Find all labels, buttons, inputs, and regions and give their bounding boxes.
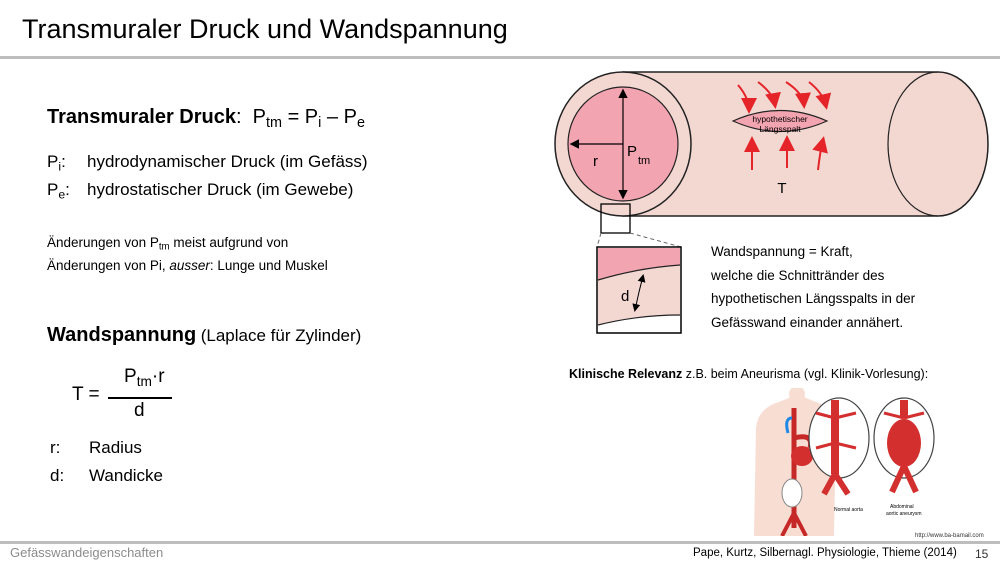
vessel-diagram: r P tm hypothetischer Längsspalt T d — [554, 71, 989, 334]
normal-aorta-image — [808, 397, 870, 496]
footer-section-title: Gefässwandeigenschaften — [10, 545, 164, 560]
aneurysm-label-1: Abdominal — [890, 504, 914, 510]
abdominal-aneurysm-image — [873, 397, 935, 494]
footer-divider — [0, 541, 1000, 544]
image-credit: http://www.ba-bamail.com — [915, 533, 984, 539]
ptm-label: P — [627, 143, 637, 160]
wall-detail-zoom — [596, 246, 682, 334]
clinical-relevance-bold: Klinische Relevanz — [569, 367, 683, 381]
formula-numerator: Ptm·r — [124, 366, 165, 389]
vessel-far-edge — [887, 71, 939, 217]
d-definition: d:Wandicke — [50, 466, 164, 485]
explanation-line: Wandspannung = Kraft, — [711, 244, 853, 259]
note-line-2: Änderungen von Pi, ausser: Lunge und Mus… — [47, 258, 328, 273]
aneurysm-label-2: aortic aneurysm — [886, 511, 922, 517]
tension-arrow — [757, 81, 781, 109]
clinical-relevance-text: z.B. beim Aneurisma (vgl. Klinik-Vorlesu… — [682, 367, 929, 381]
pe-definition: Pe:hydrostatischer Druck (im Gewebe) — [47, 180, 354, 202]
ptm-sub: tm — [638, 155, 650, 167]
transmural-heading: Transmuraler Druck — [47, 106, 236, 128]
wandspannung-heading: Wandspannung — [47, 324, 197, 346]
vessel-body — [622, 71, 989, 217]
wandspannung-heading-line: Wandspannung (Laplace für Zylinder) — [47, 324, 361, 347]
explanation-line: Gefässwand einander annähert. — [711, 314, 904, 330]
clinical-relevance: Klinische Relevanz z.B. beim Aneurisma (… — [569, 367, 928, 381]
formula-denominator: d — [134, 400, 145, 421]
hypothetical-slit — [731, 109, 829, 133]
heading-colon: : — [235, 106, 242, 128]
wandspannung-explanation: Wandspannung = Kraft, welche die Schnitt… — [711, 240, 915, 334]
tension-arrow — [808, 81, 832, 110]
page-number: 15 — [975, 547, 989, 561]
footer-reference: Pape, Kurtz, Silbernagl. Physiologie, Th… — [693, 547, 957, 559]
title-divider — [0, 56, 1000, 59]
radius-label: r — [593, 153, 598, 170]
fraction-bar — [108, 397, 172, 399]
tension-arrow — [812, 136, 828, 171]
r-definition: r:Radius — [50, 438, 142, 457]
slit-label-1: hypothetischer — [752, 114, 807, 124]
page-title: Transmuraler Druck und Wandspannung — [22, 14, 508, 44]
detail-box — [600, 203, 631, 234]
tension-arrow — [737, 84, 757, 114]
normal-aorta-label: Normal aorta — [834, 507, 863, 513]
explanation-line: hypothetischen Längsspalts in der — [711, 291, 916, 306]
formula-lhs: T = — [72, 384, 100, 405]
transmural-equation: Ptm = Pi – Pe — [252, 106, 365, 132]
wandspannung-subheading: (Laplace für Zylinder) — [200, 326, 362, 345]
slit-label-2: Längsspalt — [759, 124, 801, 134]
aneurysm-illustration: Normal aorta Abdominal aortic aneurysm — [754, 388, 935, 536]
explanation-line: welche die Schnittränder des — [711, 267, 885, 283]
pi-definition: Pi:hydrodynamischer Druck (im Gefäss) — [47, 152, 368, 174]
tension-arrow — [785, 81, 811, 109]
zoom-line — [629, 232, 682, 248]
zoom-line — [596, 232, 602, 248]
tension-T-label: T — [777, 180, 786, 197]
wall-thickness-label: d — [621, 288, 629, 305]
transmural-heading-line: Transmuraler Druck: Ptm = Pi – Pe — [47, 106, 365, 132]
note-line-1: Änderungen von Ptm meist aufgrund von — [47, 235, 289, 253]
